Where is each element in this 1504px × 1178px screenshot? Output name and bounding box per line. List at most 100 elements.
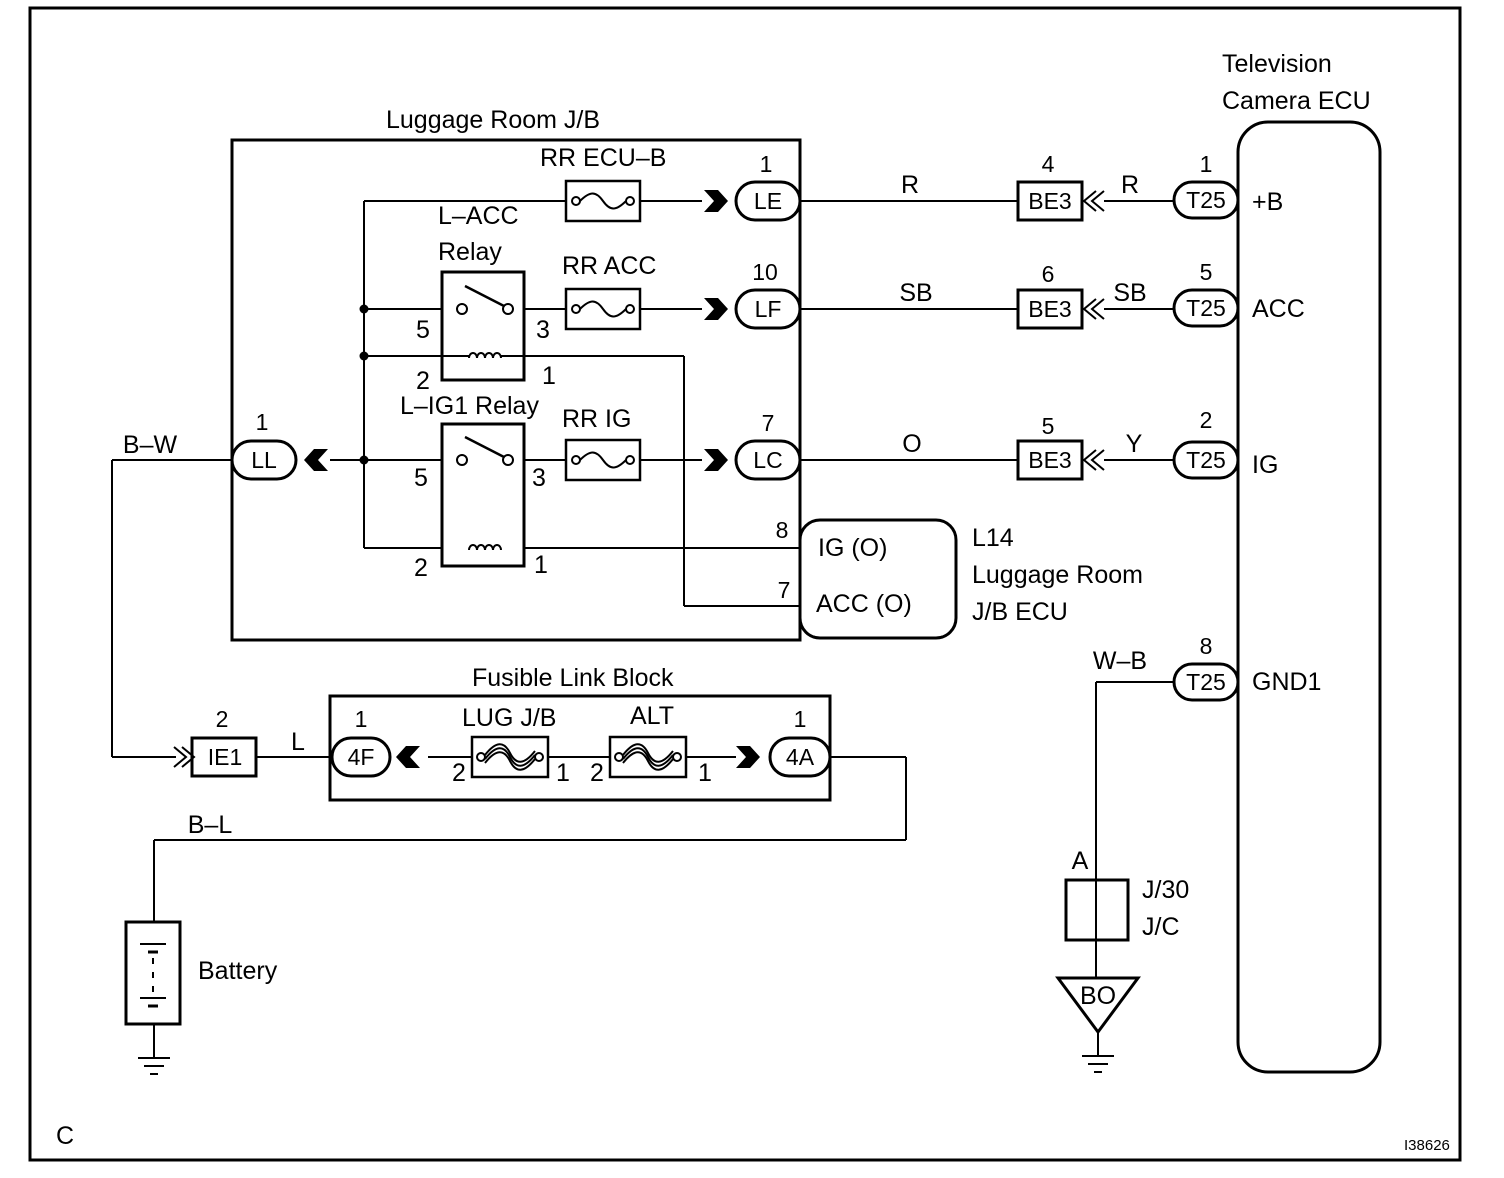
svg-text:BE3: BE3 <box>1028 296 1071 322</box>
wire-color-w-b: W–B <box>1093 647 1147 675</box>
wire-b-w <box>111 459 232 768</box>
svg-text:2: 2 <box>452 759 466 787</box>
battery-ground-icon <box>138 1057 170 1075</box>
svg-text:ALT: ALT <box>630 702 674 730</box>
t25-connector-ig: T25 2 <box>1172 407 1240 480</box>
svg-text:T25: T25 <box>1186 447 1226 473</box>
wire-color-y: Y <box>1126 430 1143 458</box>
l-acc-relay: L–ACC Relay 5 3 2 1 <box>416 202 556 395</box>
svg-text:3: 3 <box>536 316 550 344</box>
connector-4a: 4A 1 <box>736 706 832 778</box>
svg-text:10: 10 <box>752 259 778 285</box>
fuse-rr-ig: RR IG <box>562 405 642 482</box>
wire-b-l <box>153 756 907 922</box>
connector-ll: LL 1 <box>230 409 328 481</box>
svg-text:BE3: BE3 <box>1028 447 1071 473</box>
svg-text:RR IG: RR IG <box>562 405 631 433</box>
svg-text:LL: LL <box>251 447 277 473</box>
svg-text:J/B ECU: J/B ECU <box>972 598 1068 626</box>
svg-text:1: 1 <box>256 409 269 435</box>
battery-symbol <box>124 920 182 1058</box>
wire-color-b-l: B–L <box>188 811 233 839</box>
svg-text:1: 1 <box>355 706 368 732</box>
svg-text:L–ACC: L–ACC <box>438 202 519 230</box>
svg-text:4: 4 <box>1042 151 1055 177</box>
svg-text:LF: LF <box>755 296 782 322</box>
svg-text:RR ECU–B: RR ECU–B <box>540 144 666 172</box>
t25-connector-acc: T25 5 <box>1172 259 1240 328</box>
svg-text:IE1: IE1 <box>208 744 243 770</box>
svg-text:1: 1 <box>534 551 548 579</box>
be3-connector-3: BE3 5 <box>1016 413 1105 481</box>
t25-connector-gnd1: T25 8 <box>1172 633 1240 702</box>
svg-text:T25: T25 <box>1186 295 1226 321</box>
svg-text:2: 2 <box>416 367 430 395</box>
svg-text:7: 7 <box>778 577 791 603</box>
luggage-room-jb: Luggage Room J/B <box>230 106 802 642</box>
svg-text:LC: LC <box>753 447 782 473</box>
svg-text:1: 1 <box>794 706 807 732</box>
wire-w-b <box>1095 681 1174 880</box>
ecu-terminal-plus-b: +B <box>1252 188 1283 216</box>
ground-point-bo: BO <box>1055 976 1141 1073</box>
svg-text:1: 1 <box>556 759 570 787</box>
svg-text:RR ACC: RR ACC <box>562 252 656 280</box>
fuse-rr-acc: RR ACC <box>562 252 656 331</box>
svg-text:L14: L14 <box>972 524 1014 552</box>
svg-text:1: 1 <box>1200 151 1213 177</box>
battery-label: Battery <box>198 957 278 985</box>
ecu-terminal-acc: ACC <box>1252 295 1305 323</box>
svg-text:1: 1 <box>760 151 773 177</box>
svg-text:1: 1 <box>542 362 556 390</box>
svg-text:2: 2 <box>590 759 604 787</box>
svg-text:J/C: J/C <box>1142 913 1180 941</box>
svg-text:1: 1 <box>698 759 712 787</box>
ecu-terminal-ig: IG <box>1252 451 1278 479</box>
svg-text:4F: 4F <box>348 744 375 770</box>
jb-title: Luggage Room J/B <box>386 106 600 134</box>
l-ig1-relay: L–IG1 Relay 5 3 2 1 <box>400 392 548 582</box>
fusible-link-lug-jb: LUG J/B 2 1 <box>452 704 570 787</box>
wire-color-sb-left: SB <box>899 279 932 307</box>
fuse-rr-ecu-b: RR ECU–B <box>540 144 666 223</box>
svg-text:T25: T25 <box>1186 187 1226 213</box>
ecu-terminal-gnd1: GND1 <box>1252 668 1321 696</box>
svg-text:Fusible Link Block: Fusible Link Block <box>472 664 674 692</box>
luggage-room-jb-ecu: IG (O) ACC (O) 8 7 L14 Luggage Room J/B … <box>776 517 1143 640</box>
svg-text:5: 5 <box>416 316 430 344</box>
svg-text:Luggage Room: Luggage Room <box>972 561 1143 589</box>
svg-text:4A: 4A <box>786 744 815 770</box>
svg-text:ACC (O): ACC (O) <box>816 590 912 618</box>
svg-text:LUG J/B: LUG J/B <box>462 704 556 732</box>
corner-letter: C <box>56 1122 74 1150</box>
svg-text:5: 5 <box>414 464 428 492</box>
svg-text:7: 7 <box>762 410 775 436</box>
wire-color-r-right: R <box>1121 171 1139 199</box>
svg-text:6: 6 <box>1042 261 1055 287</box>
svg-text:BE3: BE3 <box>1028 188 1071 214</box>
svg-text:LE: LE <box>754 188 782 214</box>
frame <box>28 6 1462 1162</box>
connector-le: LE 1 <box>704 151 802 222</box>
wire-color-r-left: R <box>901 171 919 199</box>
connector-ie1: IE1 2 <box>190 706 258 778</box>
svg-text:5: 5 <box>1042 413 1055 439</box>
t25-connector-plus-b: T25 1 <box>1172 151 1240 220</box>
wires-right <box>800 200 1174 461</box>
be3-connector-2: BE3 6 <box>1016 261 1105 330</box>
svg-text:A: A <box>1072 847 1089 875</box>
ecu-title-line2: Camera ECU <box>1222 87 1371 115</box>
svg-text:T25: T25 <box>1186 669 1226 695</box>
svg-text:2: 2 <box>216 706 229 732</box>
be3-connector-1: BE3 4 <box>1016 151 1105 222</box>
wire-color-o: O <box>902 430 921 458</box>
svg-text:L–IG1 Relay: L–IG1 Relay <box>400 392 539 420</box>
junction-connector-j30: A J/30 J/C <box>1064 847 1189 980</box>
wire-color-b-w: B–W <box>123 431 178 459</box>
wire-color-sb-right: SB <box>1113 279 1146 307</box>
svg-text:8: 8 <box>776 517 789 543</box>
fusible-link-alt: ALT 2 1 <box>590 702 712 787</box>
svg-text:BO: BO <box>1080 982 1116 1010</box>
svg-text:2: 2 <box>414 554 428 582</box>
